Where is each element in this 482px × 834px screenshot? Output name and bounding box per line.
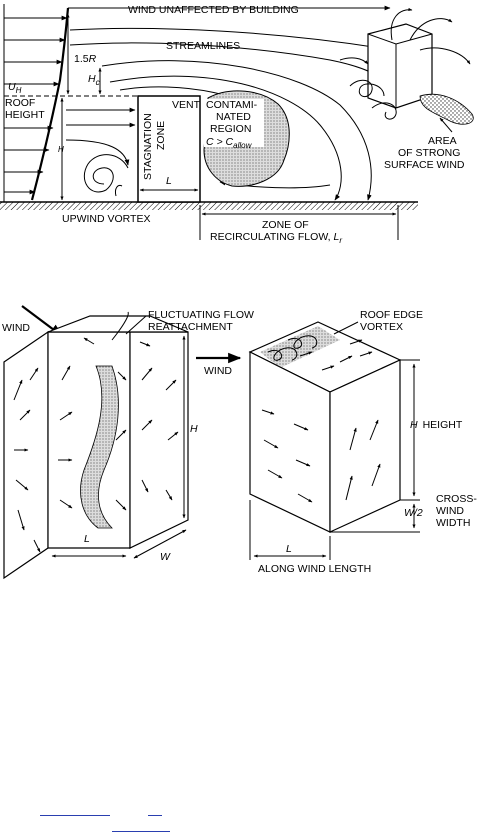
label-roof-line1: ROOF [5, 97, 35, 109]
surface-flow-diagram: WIND FLUCTUATING FLOW REATTACHMENT H L W [2, 305, 254, 580]
label-along-wind: ALONG WIND LENGTH [258, 563, 371, 575]
reattachment-band [80, 365, 119, 529]
label-roof-edge-2: VORTEX [360, 321, 403, 333]
right-face [129, 331, 189, 549]
label-area-1: AREA [428, 135, 457, 147]
label-area-2: OF STRONG [398, 147, 460, 159]
building-flow-diagram: WIND UNAFFECTED BY BUILDING STREAMLINES … [0, 4, 474, 245]
label-wind-right: WIND [204, 365, 232, 377]
label-contam-4: C > Callow [206, 136, 253, 150]
surface-arrows-right [261, 339, 381, 503]
label-contam-2: NATED [216, 111, 251, 123]
label-contam-1: CONTAMI- [206, 99, 258, 111]
label-wind-left: WIND [2, 322, 30, 334]
label-stagnation-zone: ZONE [155, 121, 167, 150]
label-area-3: SURFACE WIND [384, 159, 465, 171]
label-radius: 1.5R [74, 53, 97, 65]
label-cross-2: WIND [436, 505, 464, 517]
upwind-vortex-spiral [83, 154, 129, 193]
label-upwind-vortex: UPWIND VORTEX [62, 213, 150, 225]
building [137, 95, 201, 203]
label-wind-unaffected: WIND UNAFFECTED BY BUILDING [128, 4, 299, 16]
label-roof-line2: HEIGHT [5, 109, 45, 121]
label-w-left: W [160, 551, 171, 563]
label-streamlines: STREAMLINES [166, 40, 240, 52]
label-fluct-1: FLUCTUATING FLOW [148, 309, 254, 321]
label-contam-3: REGION [210, 123, 251, 135]
label-l-left: L [84, 533, 90, 545]
label-uh: UH [8, 81, 22, 95]
label-hc: Hc [88, 73, 100, 87]
label-stagnation: STAGNATION [142, 113, 154, 180]
link-underline-3[interactable] [112, 831, 170, 832]
velocity-profile [30, 7, 70, 201]
ground-surface [0, 202, 418, 210]
label-roof-edge-1: ROOF EDGE [360, 309, 423, 321]
surface-arrows-left [13, 337, 179, 553]
label-zone-1: ZONE OF [262, 219, 309, 231]
label-vent: VENT [172, 99, 201, 111]
link-underline-2[interactable] [148, 815, 162, 816]
roof-face [47, 315, 189, 333]
label-w2: W/2 [404, 507, 423, 519]
label-l-top: L [166, 175, 172, 187]
profile-arrows [4, 15, 68, 195]
strong-wind-area [419, 93, 474, 125]
building-sketch [339, 7, 474, 133]
label-h-left: H [190, 423, 198, 435]
label-h-small: H [58, 145, 64, 154]
label-cross-1: CROSS- [436, 493, 477, 505]
left-side-face [3, 330, 49, 580]
label-zone-2: RECIRCULATING FLOW, Lr [210, 231, 342, 245]
label-l-right: L [286, 543, 292, 555]
label-fluct-2: REATTACHMENT [148, 321, 233, 333]
link-underline-1[interactable] [40, 815, 110, 816]
label-cross-3: WIDTH [436, 517, 470, 529]
